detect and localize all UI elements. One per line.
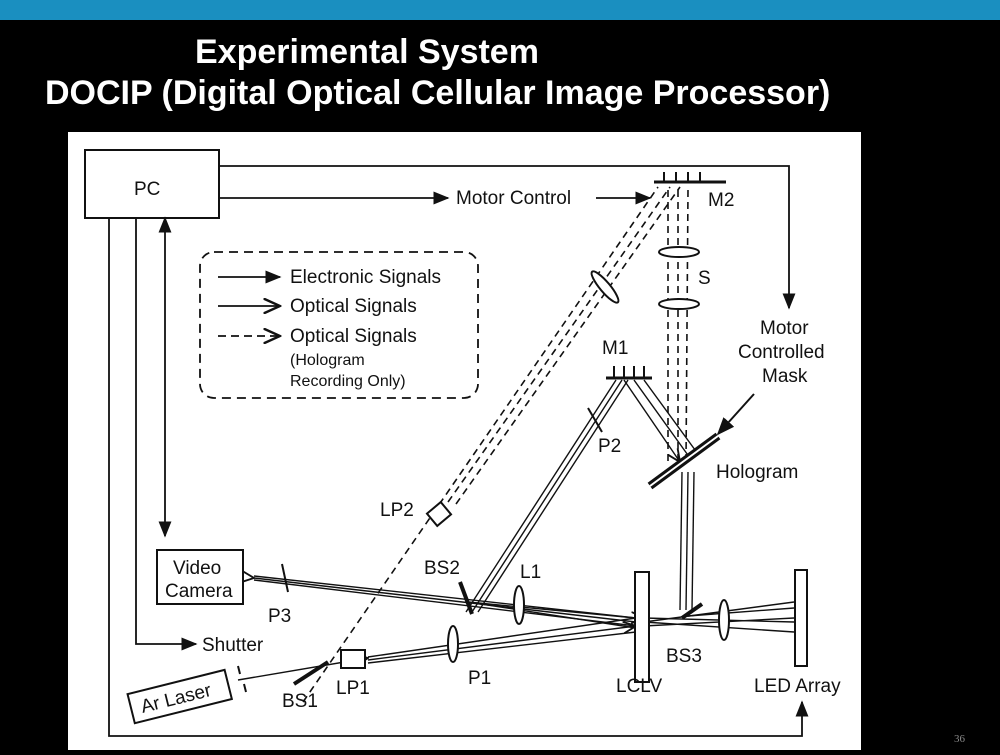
p2-label: P2 xyxy=(598,436,621,457)
shutter-label: Shutter xyxy=(202,635,264,656)
p3-label: P3 xyxy=(268,606,291,627)
video-camera-label-2: Camera xyxy=(165,581,233,602)
mask-pointer-arrow xyxy=(716,393,755,436)
legend-note-line-1: (Hologram xyxy=(290,352,365,369)
lens-s-upper xyxy=(658,246,700,258)
beamsplitter-bs1 xyxy=(292,660,330,686)
video-camera-box xyxy=(156,549,244,605)
lens-p1 xyxy=(447,625,459,663)
lens-l1 xyxy=(513,585,525,625)
legend-optical-dashed-label: Optical Signals xyxy=(290,326,417,347)
led-array-label: LED Array xyxy=(754,676,841,697)
beamsplitter-bs3 xyxy=(680,602,704,620)
lclv-label: LCLV xyxy=(616,676,662,697)
m2-label: M2 xyxy=(708,190,734,211)
bs1-label: BS1 xyxy=(282,691,318,712)
legend-note-line-2: Recording Only) xyxy=(290,373,406,390)
motor-mask-label-3: Mask xyxy=(762,366,808,387)
pc-label: PC xyxy=(134,179,160,200)
mirror-m1 xyxy=(606,366,652,380)
lens-s-lower xyxy=(658,298,700,310)
motor-mask-label-2: Controlled xyxy=(738,342,825,363)
slide-title-line-1: Experimental System xyxy=(195,33,539,71)
ar-laser: Ar Laser xyxy=(126,668,234,725)
lens-diagonal xyxy=(590,270,620,304)
hologram-label: Hologram xyxy=(716,462,798,483)
laser-ticks xyxy=(237,665,247,693)
hologram-plate xyxy=(647,432,721,490)
l1-label: L1 xyxy=(520,562,541,583)
s-label: S xyxy=(698,268,711,289)
docip-diagram: PC Electronic Signals Optical Signals Op… xyxy=(84,149,841,737)
optical-beams xyxy=(237,379,795,681)
m1-label: M1 xyxy=(602,338,628,359)
lp2-element xyxy=(425,500,453,528)
mirror-m2 xyxy=(654,172,726,184)
page-number: 36 xyxy=(954,733,965,745)
legend-box xyxy=(199,251,479,399)
polarizer-p2 xyxy=(587,407,603,433)
lclv-device xyxy=(634,571,650,683)
legend-electronic-label: Electronic Signals xyxy=(290,267,441,288)
slide-title-line-2: DOCIP (Digital Optical Cellular Image Pr… xyxy=(45,74,831,112)
beamsplitter-bs2 xyxy=(458,581,474,615)
p1-label: P1 xyxy=(468,668,491,689)
bs2-label: BS2 xyxy=(424,558,460,579)
top-accent-bar xyxy=(0,0,1000,20)
led-array-device xyxy=(794,569,808,667)
pc-box xyxy=(84,149,220,219)
motor-control-label: Motor Control xyxy=(456,188,571,209)
lp2-label: LP2 xyxy=(380,500,414,521)
polarizer-p3 xyxy=(281,563,289,593)
motor-mask-label-1: Motor xyxy=(760,318,809,339)
bs3-label: BS3 xyxy=(666,646,702,667)
electronic-signal-lines xyxy=(108,165,809,737)
diagram-panel: PC Electronic Signals Optical Signals Op… xyxy=(68,132,861,750)
lp1-element xyxy=(340,649,366,669)
legend-optical-label: Optical Signals xyxy=(290,296,417,317)
lp1-label: LP1 xyxy=(336,678,370,699)
lens-led xyxy=(718,599,730,641)
video-camera-label-1: Video xyxy=(173,558,221,579)
